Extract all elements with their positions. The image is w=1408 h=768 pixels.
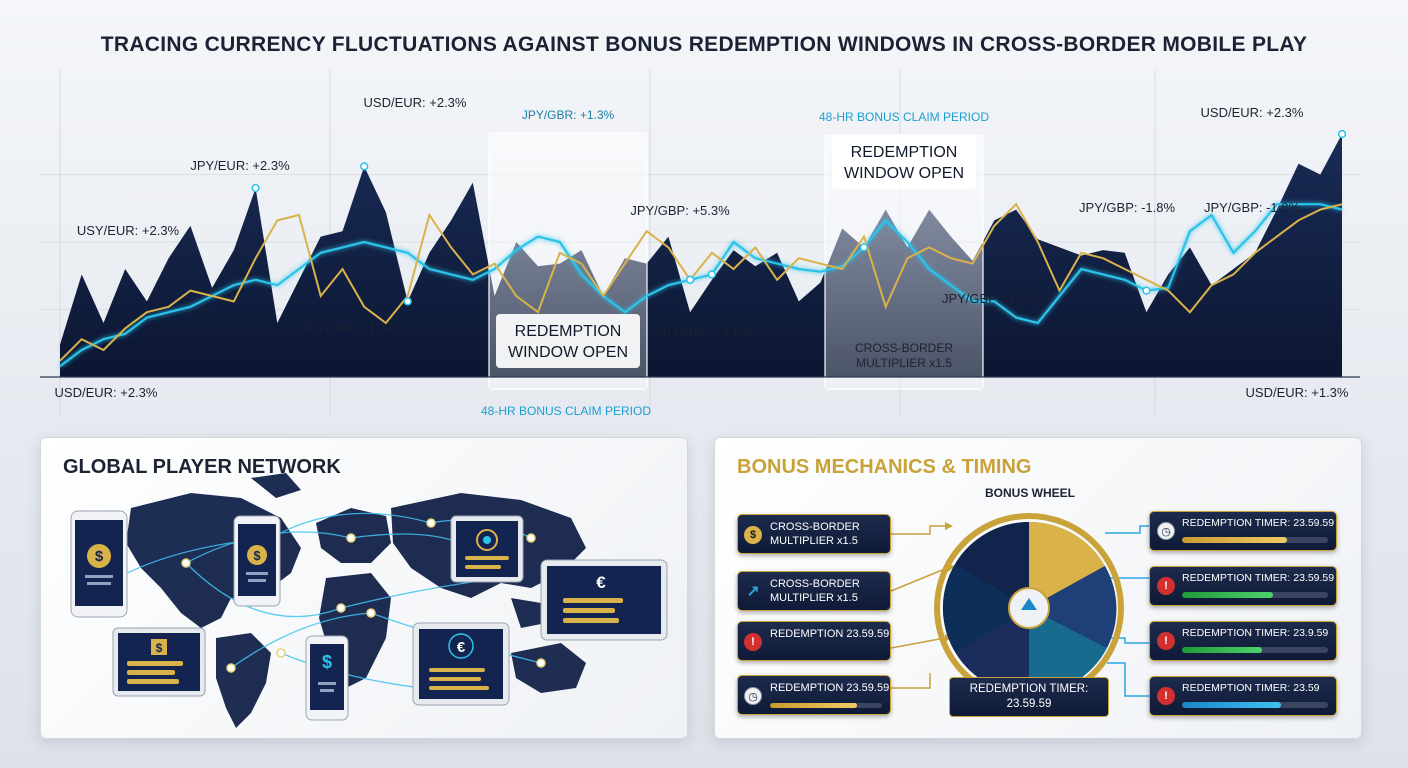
data-point <box>403 297 412 306</box>
redemption-window-label-bg <box>832 135 976 189</box>
dollar-coin-icon: $ <box>744 526 762 544</box>
bonus-title: BONUS MECHANICS & TIMING <box>737 456 1032 478</box>
multiplier-note: CROSS-BORDER <box>855 341 953 355</box>
alert-icon: ! <box>744 633 762 651</box>
data-point <box>251 183 260 193</box>
data-point <box>360 162 369 171</box>
right-item-label: REDEMPTION TIMER: 23.59 <box>1182 682 1320 694</box>
left-item-label: REDEMPTION 23.59.59 <box>770 628 890 640</box>
page-title: TRACING CURRENCY FLUCTUATIONS AGAINST BO… <box>100 33 1308 56</box>
right-item-label: REDEMPTION TIMER: 23.59.59 <box>1182 572 1335 584</box>
alert-icon: ! <box>1157 577 1175 595</box>
phone-device-2: $ <box>233 515 281 607</box>
progress-bar <box>1182 537 1328 543</box>
redemption-window-label-bg <box>496 314 640 368</box>
network-title: GLOBAL PLAYER NETWORK <box>63 456 341 478</box>
bonus-mechanics-panel: BONUS MECHANICS & TIMING <box>714 437 1362 739</box>
rate-annotation: JPY/GBP: -1.8% <box>1204 200 1301 215</box>
right-item-label: REDEMPTION TIMER: 23.59.59 <box>1182 517 1335 529</box>
right-item-timer-1[interactable]: ◷ REDEMPTION TIMER: 23.59.59 <box>1149 511 1337 551</box>
left-item-redemption-1[interactable]: ! REDEMPTION 23.59.59 <box>737 621 891 661</box>
tablet-device-1: $ <box>112 627 206 697</box>
rate-annotation: JPY/GBP: +5.3% <box>630 203 730 218</box>
clock-icon: ◷ <box>1157 522 1175 540</box>
phone-device-3: $ <box>305 635 349 721</box>
tablet-device-4: € <box>412 622 510 706</box>
data-point <box>685 275 695 284</box>
left-item-label: CROSS-BORDER MULTIPLIER x1.5 <box>770 521 860 547</box>
phone-device-1: $ <box>70 510 128 618</box>
chart-annotations: REDEMPTION WINDOW OPEN REDEMPTION WINDOW OP… <box>55 95 1349 418</box>
tablet-4-currency-icon: € <box>457 639 466 656</box>
data-point <box>859 243 869 252</box>
right-item-timer-4[interactable]: ! REDEMPTION TIMER: 23.59 <box>1149 676 1337 716</box>
rate-annotation: USD/EUR: +2.3% <box>55 385 158 400</box>
trend-arrow-icon: ↗ <box>746 584 760 601</box>
right-item-label: REDEMPTION TIMER: 23.9.59 <box>1182 627 1329 639</box>
tablet-1-currency-icon: $ <box>156 641 163 655</box>
progress-bar <box>1182 592 1328 598</box>
phone-2-currency-icon: $ <box>253 548 261 563</box>
alert-icon: ! <box>1157 632 1175 650</box>
chart-points <box>251 129 1347 306</box>
area-series-fill <box>60 134 1342 377</box>
rate-annotation: JPY/GBP: -1.3% <box>302 320 399 335</box>
rate-annotation: USD/EUR: +2.3% <box>1201 105 1304 120</box>
cyan-series-line <box>59 203 1343 368</box>
wheel-redemption-timer: REDEMPTION TIMER: 23.59.59 <box>949 677 1109 717</box>
clock-icon: ◷ <box>744 687 762 705</box>
redemption-window-title: REDEMPTION <box>851 144 958 161</box>
redemption-window-title: REDEMPTION <box>515 323 622 340</box>
alert-icon: ! <box>1157 687 1175 705</box>
multiplier-note: MULTIPLIER x1.5 <box>856 356 952 370</box>
rate-annotation: JPY/GBR: +1.3% <box>522 108 615 122</box>
rate-annotation: JPY/GBP: -1.8% <box>942 291 1039 306</box>
rate-annotation: 48-HR BONUS CLAIM PERIOD <box>481 404 651 418</box>
phone-3-currency-icon: $ <box>322 652 332 672</box>
bonus-connectors <box>890 513 1157 703</box>
tablet-device-2 <box>450 515 524 583</box>
left-item-label: CROSS-BORDER MULTIPLIER x1.5 <box>770 578 860 604</box>
network-map: $ $ $ $ <box>70 473 668 728</box>
left-item-redemption-2[interactable]: ◷ REDEMPTION 23.59.59 <box>737 675 891 715</box>
data-point <box>1337 129 1347 139</box>
currency-chart: REDEMPTION WINDOW OPEN REDEMPTION WINDOW OP… <box>40 70 1360 418</box>
progress-bar <box>1182 702 1328 708</box>
right-item-timer-3[interactable]: ! REDEMPTION TIMER: 23.9.59 <box>1149 621 1337 661</box>
global-player-network-panel: GLOBAL PLAYER NETWORK <box>40 437 688 739</box>
progress-bar <box>770 703 882 708</box>
bonus-wheel <box>934 513 1124 703</box>
phone-1-currency-icon: $ <box>95 548 104 565</box>
right-item-timer-2[interactable]: ! REDEMPTION TIMER: 23.59.59 <box>1149 566 1337 606</box>
rate-annotation: USD/EUR: +1.3% <box>1246 385 1349 400</box>
gold-series-line <box>59 202 1343 362</box>
bonus-wheel-label: BONUS WHEEL <box>985 486 1075 500</box>
redemption-window-title: WINDOW OPEN <box>844 165 964 182</box>
rate-annotation: 48-HR BONUS CLAIM PERIOD <box>819 110 989 124</box>
tablet-3-currency-icon: € <box>596 573 606 592</box>
left-item-multiplier-2[interactable]: ↗ CROSS-BORDER MULTIPLIER x1.5 <box>737 571 891 611</box>
left-item-label: REDEMPTION 23.59.59 <box>770 682 890 694</box>
rate-annotation: JPY/EUR: +2.3% <box>190 158 290 173</box>
rate-annotation: USY/EUR: +2.3% <box>77 223 180 238</box>
rate-annotation: JPY/GBP: -1.8% <box>656 324 753 339</box>
progress-bar <box>1182 647 1328 653</box>
rate-annotation: JPY/GBP: -1.8% <box>1079 200 1176 215</box>
data-point <box>1142 286 1151 295</box>
rate-annotation: USD/EUR: +2.3% <box>364 95 467 110</box>
left-item-multiplier-1[interactable]: $ CROSS-BORDER MULTIPLIER x1.5 <box>737 514 891 554</box>
tablet-device-3: € <box>540 559 668 641</box>
redemption-window-title: WINDOW OPEN <box>508 344 628 361</box>
data-point <box>707 270 717 279</box>
